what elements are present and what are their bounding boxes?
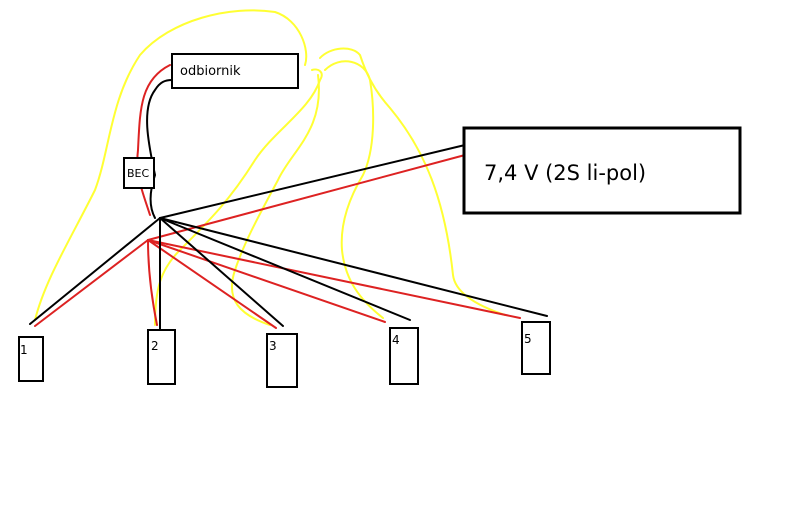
positive-wire-servo-3 bbox=[147, 239, 277, 329]
positive-wires bbox=[34, 64, 521, 329]
positive-wire-servo-4 bbox=[147, 239, 386, 323]
receiver-label: odbiornik bbox=[180, 64, 241, 79]
signal-wire-2 bbox=[154, 68, 323, 326]
servo-box-3: 3 bbox=[266, 333, 298, 388]
bec-label: BEC bbox=[127, 167, 149, 180]
receiver-box: odbiornik bbox=[171, 53, 299, 89]
servo-box-5: 5 bbox=[521, 321, 551, 375]
signal-wire-5 bbox=[319, 47, 506, 316]
servo-box-2: 2 bbox=[147, 329, 176, 385]
positive-wire-servo-2 bbox=[147, 239, 158, 326]
positive-wire-bec-receiver bbox=[136, 64, 171, 216]
ground-wire-servo-4 bbox=[159, 217, 411, 321]
servo-label-1: 1 bbox=[20, 343, 28, 357]
positive-wire-servo-5 bbox=[147, 239, 521, 319]
signal-wires bbox=[34, 9, 506, 326]
positive-wire-battery bbox=[147, 154, 466, 241]
ground-wires bbox=[29, 79, 548, 331]
ground-wire-servo-3 bbox=[159, 217, 284, 327]
positive-wire-servo-1 bbox=[34, 239, 149, 327]
servo-label-3: 3 bbox=[269, 339, 277, 353]
signal-wire-3 bbox=[230, 74, 320, 326]
servo-box-4: 4 bbox=[389, 327, 419, 385]
battery-box: 7,4 V (2S li-pol) bbox=[462, 126, 742, 215]
servo-label-2: 2 bbox=[151, 339, 159, 353]
signal-wire-4 bbox=[324, 60, 384, 319]
servo-label-4: 4 bbox=[392, 333, 400, 347]
ground-wire-servo-5 bbox=[159, 217, 548, 317]
bec-box: BEC bbox=[123, 157, 155, 189]
signal-wire-1 bbox=[34, 9, 308, 321]
battery-label: 7,4 V (2S li-pol) bbox=[484, 161, 646, 185]
ground-wire-battery bbox=[159, 144, 466, 219]
servo-label-5: 5 bbox=[524, 332, 532, 346]
ground-wire-bec-receiver bbox=[146, 79, 173, 219]
ground-wire-servo-1 bbox=[29, 217, 161, 325]
servo-box-1: 1 bbox=[18, 336, 44, 382]
